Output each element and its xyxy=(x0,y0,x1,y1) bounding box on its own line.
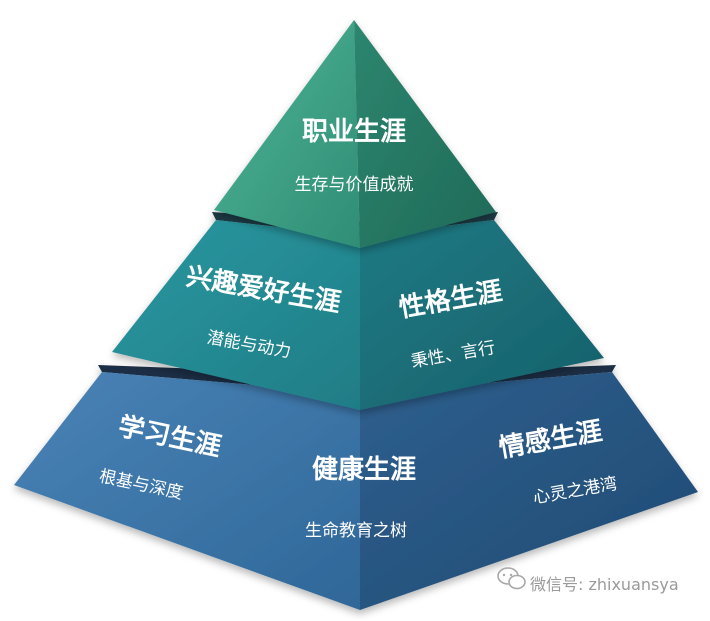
top-tier-title: 职业生涯 xyxy=(302,117,406,147)
watermark-text: 微信号: zhixuansya xyxy=(530,575,679,594)
top-tier xyxy=(214,20,496,248)
watermark: 微信号: zhixuansya xyxy=(497,567,679,594)
top-tier-right-face xyxy=(354,20,496,248)
top-tier-subtitle: 生存与价值成就 xyxy=(295,175,414,195)
bottom-center-title: 健康生涯 xyxy=(312,454,416,485)
middle-tier-left-face xyxy=(112,220,360,410)
top-tier-left-face xyxy=(214,20,360,248)
bottom-tier-left-face xyxy=(14,372,360,610)
middle-tier-right-face xyxy=(360,220,604,410)
bottom-center-subtitle: 生命教育之树 xyxy=(305,521,407,541)
wechat-icon xyxy=(497,567,526,590)
bottom-tier-right-face xyxy=(360,372,698,610)
